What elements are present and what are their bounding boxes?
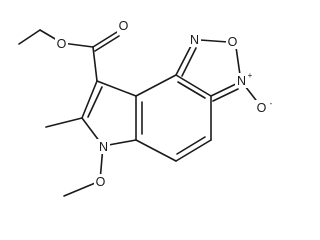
bond-c8-c7: [81, 80, 98, 119]
svg-text:O: O: [119, 19, 129, 33]
svg-text:N: N: [99, 140, 108, 154]
svg-text:N: N: [237, 74, 246, 88]
svg-text:N: N: [190, 33, 199, 47]
bond-c8-c8a: [96, 80, 137, 97]
bond-c8a-c8b: [135, 74, 177, 97]
bond-c7-methyl: [45, 117, 83, 128]
bond-c4-c5-double: [176, 136, 206, 155]
atom-o-ester-1: O: [117, 18, 130, 33]
bond-c8b-n1-double: [181, 47, 197, 77]
bond-n3-c3a-double: [212, 88, 239, 102]
atom-o-furoxan-ring: O: [226, 34, 239, 49]
atom-n-oxide: N +: [235, 71, 253, 88]
bond-c8b-c3a-double: [177, 81, 206, 99]
molecule-drawing: O O N O N + O - N O: [18, 18, 273, 197]
svg-text:O: O: [257, 101, 267, 115]
bond-carbonyl-double-b: [94, 35, 120, 52]
svg-text:O: O: [57, 37, 67, 51]
bond-carbonyl-ring: [92, 46, 98, 82]
bond-o2-n3: [235, 46, 241, 76]
atom-n-indole: N: [97, 139, 110, 154]
svg-text:O: O: [228, 35, 238, 49]
bond-ethyl: [18, 29, 41, 45]
structure-diagram: O O N O N + O - N O: [18, 18, 273, 197]
bond-c8b-c3a: [175, 74, 212, 97]
atom-o-ester-2: O: [55, 36, 68, 51]
bond-c8b-n1: [175, 41, 194, 76]
atom-n-furoxan-1: N: [188, 32, 201, 47]
bond-c8-c7-double: [87, 86, 103, 118]
bond-c4-c5: [175, 139, 212, 162]
bond-carbonyl-double-a: [92, 31, 118, 48]
svg-text:O: O: [96, 175, 106, 189]
charge-plus: +: [248, 71, 253, 80]
charge-minus: -: [270, 99, 273, 108]
bond-c5-c5a: [135, 139, 177, 162]
atom-o-methoxy: O: [94, 174, 107, 189]
bond-n1-o2: [199, 39, 229, 43]
atom-o-oxide: O -: [255, 99, 273, 115]
